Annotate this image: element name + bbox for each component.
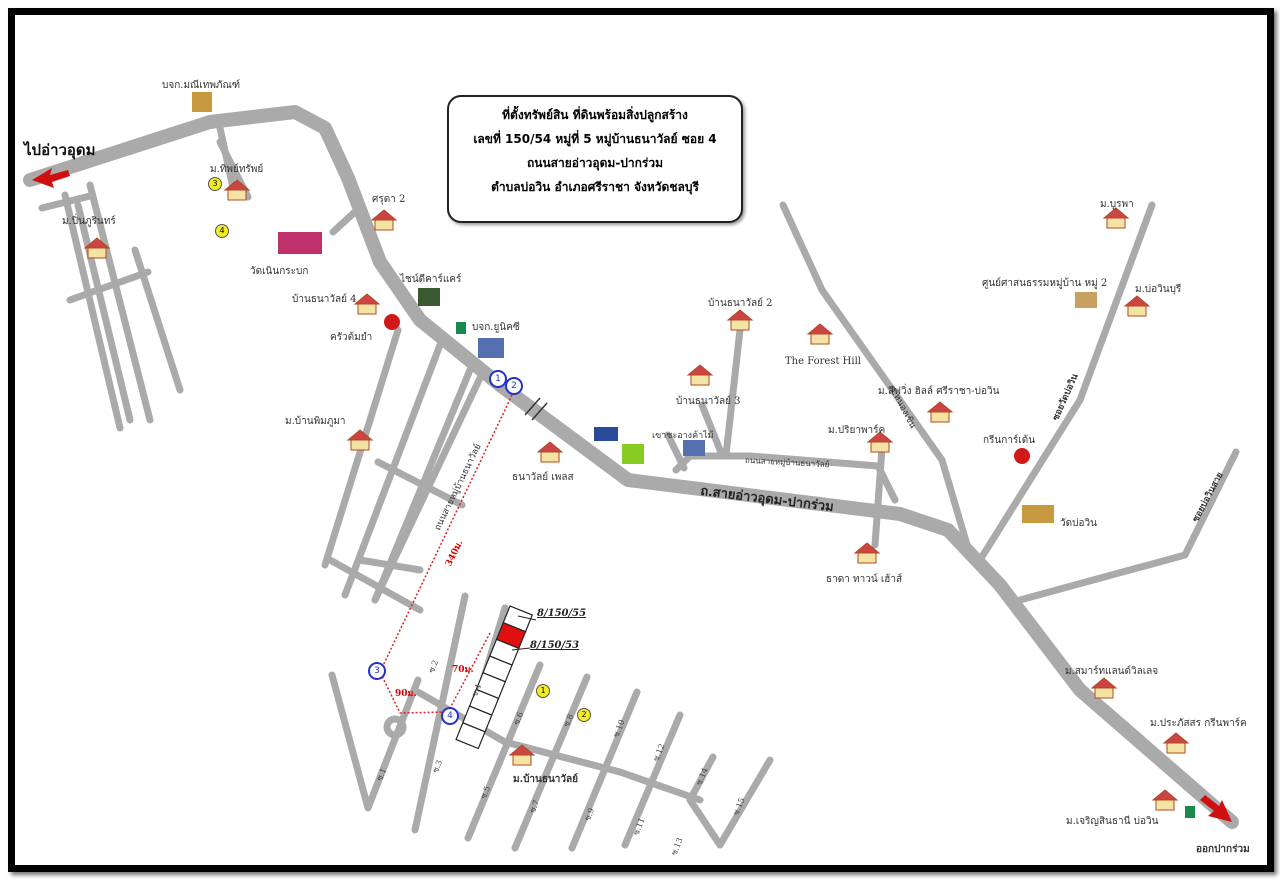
seven-eleven-icon-2 — [1185, 806, 1195, 818]
restaurant-icon-2 — [1014, 448, 1030, 464]
title-line-2: เลขที่ 150/54 หมู่ที่ 5 หมู่บ้านธนาวัลย์… — [473, 132, 717, 146]
landmark-icons — [192, 92, 1195, 818]
label-khao-chaang: เขาชะอางค้าไม้ — [652, 431, 714, 441]
restaurant-icon — [384, 314, 400, 330]
house-icons — [83, 179, 1190, 811]
seven-eleven-icon — [456, 322, 466, 334]
distance-90m: 90ม. — [395, 689, 417, 699]
distance-70m: 70ม. — [452, 665, 474, 675]
label-thiptharap: ม.ทิพย์ทรัพย์ — [210, 164, 264, 175]
direction-to-pak-ruam: ออกปากร่วม — [1196, 844, 1250, 855]
temple-icon — [278, 232, 322, 254]
yellow-mark-2: 2 — [577, 708, 591, 722]
label-shine: ไชน์ดีคาร์แคร์ — [400, 274, 462, 285]
label-pinphurin: ม.ปิ่นภูรินทร์ — [62, 216, 116, 227]
label-priya: ม.ปริยาพาร์ค — [828, 425, 886, 436]
label-wat-bowin: วัดบ่อวิน — [1060, 518, 1097, 529]
property-location-box: ที่ตั้งทรัพย์สิน ที่ดินพร้อมสิ่งปลูกสร้า… — [447, 95, 743, 223]
label-sruda: ศรุดา 2 — [372, 194, 406, 205]
route-point-2: 2 — [505, 377, 523, 395]
community-center-icon — [1075, 292, 1097, 308]
yellow-mark-3: 3 — [208, 177, 222, 191]
main-road — [23, 105, 1239, 829]
lotus-icon — [594, 427, 618, 441]
bigc-icon — [622, 444, 644, 464]
garage-icon — [418, 288, 440, 306]
arrow-west-icon — [32, 168, 70, 188]
label-manee: บจก.มณีเทพภัณฑ์ — [162, 80, 241, 91]
plot-label-b: 8/150/53 — [530, 640, 580, 651]
yellow-mark-4: 4 — [215, 224, 229, 238]
bridge-icon — [524, 397, 548, 421]
label-living-hill: ม.ลีฟวิ่ง ฮิลล์ ศรีราชา-บ่อวิน — [878, 386, 1000, 397]
route-point-3: 3 — [368, 662, 386, 680]
label-charoen: ม.เจริญสินธานี บ่อวิน — [1066, 816, 1159, 827]
plot-grid — [455, 605, 534, 750]
label-unique: บจก.ยูนิคซี — [472, 322, 520, 333]
plot-label-a: 8/150/55 — [537, 608, 587, 619]
arrow-southeast-icon — [1200, 795, 1232, 822]
factory-icon — [478, 338, 504, 358]
wat-bowin-icon — [1022, 505, 1054, 523]
label-bowin-buri: ม.บ่อวินบุรี — [1135, 284, 1182, 295]
yellow-mark-1: 1 — [536, 684, 550, 698]
label-thanawan3: บ้านธนาวัลย์ 3 — [676, 396, 741, 407]
label-community-center: ศูนย์ศาสนธรรมหมู่บ้าน หมู่ 2 — [982, 278, 1108, 289]
title-line-1: ที่ตั้งทรัพย์สิน ที่ดินพร้อมสิ่งปลูกสร้า… — [502, 108, 688, 122]
label-prapatsorn: ม.ประภัสสร กรีนพาร์ค — [1150, 718, 1247, 729]
label-burapha: ม.บูรพา — [1100, 199, 1134, 210]
label-thanawan-place: ธนาวัลย์ เพลส — [512, 472, 574, 483]
label-krua: ครัวต้มยำ — [330, 332, 373, 343]
route-point-4: 4 — [441, 707, 459, 725]
route-path — [379, 394, 513, 714]
label-ban-thanawan: ม.บ้านธนาวัลย์ — [513, 774, 579, 785]
label-thanawan4: บ้านธนาวัลย์ 4 — [292, 294, 357, 305]
office-icon — [192, 92, 212, 112]
label-thanawan2: บ้านธนาวัลย์ 2 — [708, 298, 773, 309]
wood-shop-icon — [683, 440, 705, 456]
title-line-4: ตำบลบ่อวิน อำเภอศรีราชา จังหวัดชลบุรี — [491, 180, 699, 194]
title-line-3: ถนนสายอ่าวอุดม-ปากร่วม — [526, 156, 664, 170]
label-green-garden: กรีนการ์เด้น — [983, 435, 1036, 446]
label-wat-noen: วัดเนินกระบก — [250, 266, 309, 277]
label-pimphuma: ม.บ้านพิมภูมา — [285, 416, 346, 427]
label-smartland: ม.สมาร์ทแลนด์วิลเลจ — [1065, 666, 1159, 677]
route-point-1: 1 — [489, 370, 507, 388]
direction-to-ao-udom: ไปอ่าวอุดม — [24, 141, 96, 159]
label-forest-hill: The Forest Hill — [785, 356, 861, 367]
label-thada: ธาดา ทาวน์ เฮ้าส์ — [826, 574, 903, 585]
